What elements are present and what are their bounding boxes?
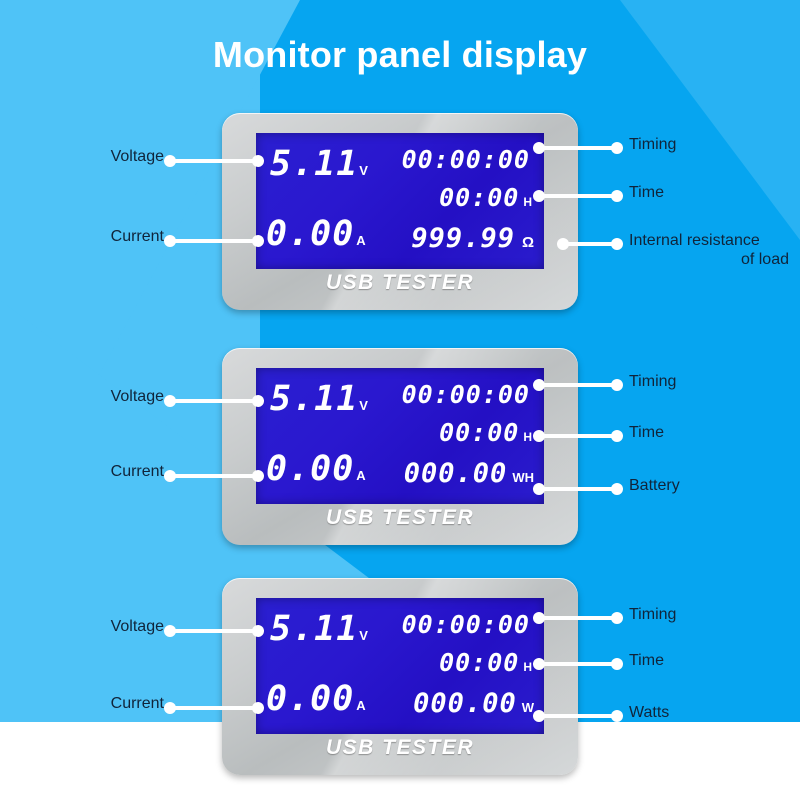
callout-label-current-1: Current [110, 228, 164, 245]
callout-dot [533, 430, 545, 442]
callout-label-resistance-line1: Internal resistance [629, 232, 760, 249]
lcd-voltage-value-3: 5.11 [270, 609, 359, 649]
callout-label-voltage-2: Voltage [110, 388, 164, 405]
callout-dot [533, 379, 545, 391]
lcd-current-unit-1: A [356, 233, 366, 248]
callout-dot [611, 612, 623, 624]
lcd-time-unit-3: H [523, 660, 532, 674]
lcd-time-unit-1: H [523, 195, 532, 209]
callout-label-resistance-1: Internal resistance of load [629, 231, 800, 269]
callout-dot [533, 612, 545, 624]
callout-label-voltage-3: Voltage [110, 618, 164, 635]
lcd-power-unit-3: W [521, 700, 534, 715]
callout-dot [252, 395, 264, 407]
lcd-power-value-3: 000.00 [413, 688, 517, 719]
callout-dot [252, 155, 264, 167]
lcd-current-value-1: 0.00 [266, 214, 355, 254]
callout-dot [611, 142, 623, 154]
callout-dot [252, 702, 264, 714]
lcd-voltage-unit-1: V [359, 163, 368, 178]
callout-label-timing-1: Timing [629, 136, 677, 153]
device-brand-1: USB TESTER [325, 271, 474, 294]
callout-dot [557, 238, 569, 250]
lcd-current-value-3: 0.00 [266, 679, 355, 719]
callout-dot [533, 483, 545, 495]
lcd-resistance-unit-1: Ω [521, 234, 534, 251]
callout-label-time-1: Time [629, 184, 664, 201]
callout-dot [611, 238, 623, 250]
callout-dot [164, 155, 176, 167]
callout-dot [611, 483, 623, 495]
lcd-voltage-unit-3: V [359, 628, 368, 643]
callout-dot [611, 658, 623, 670]
callout-dot [252, 235, 264, 247]
callout-dot [164, 702, 176, 714]
callout-label-voltage-1: Voltage [110, 148, 164, 165]
callout-dot [611, 710, 623, 722]
callout-dot [164, 395, 176, 407]
lcd-energy-reading-2: 000.00 WH [404, 460, 534, 487]
lcd-voltage-value-1: 5.11 [270, 144, 359, 184]
callout-dot [533, 710, 545, 722]
callout-label-timing-2: Timing [629, 373, 677, 390]
lcd-voltage-reading-1: 5.11V [270, 147, 368, 182]
callout-dot [533, 190, 545, 202]
lcd-energy-unit-2: WH [512, 470, 534, 485]
callout-label-current-2: Current [110, 463, 164, 480]
lcd-power-reading-3: 000.00 W [413, 690, 534, 717]
lcd-timing-reading-3: 00:00:00 [401, 610, 530, 639]
callout-dot [611, 430, 623, 442]
lcd-current-value-2: 0.00 [266, 449, 355, 489]
callout-dot [164, 470, 176, 482]
lcd-time-unit-2: H [523, 430, 532, 444]
callout-label-watts-3: Watts [629, 704, 670, 721]
lcd-voltage-unit-2: V [359, 398, 368, 413]
lcd-current-unit-2: A [356, 468, 366, 483]
lcd-current-unit-3: A [356, 698, 366, 713]
lcd-voltage-reading-3: 5.11V [270, 612, 368, 647]
lcd-resistance-reading-1: 999.99 Ω [411, 225, 534, 252]
lcd-energy-value-2: 000.00 [403, 458, 508, 489]
callout-dot [164, 235, 176, 247]
callout-label-timing-3: Timing [629, 606, 677, 623]
callout-label-battery-2: Battery [629, 477, 680, 494]
callout-dot [533, 142, 545, 154]
lcd-timing-reading-1: 00:00:00 [401, 145, 530, 174]
device-brand-2: USB TESTER [325, 506, 474, 529]
callout-label-resistance-line2: of load [740, 251, 789, 268]
callout-dot [611, 190, 623, 202]
callout-dot [611, 379, 623, 391]
callout-dot [533, 658, 545, 670]
lcd-time-value-3: 00:00 [439, 648, 520, 677]
callout-label-time-2: Time [629, 424, 664, 441]
lcd-voltage-value-2: 5.11 [270, 379, 359, 419]
lcd-timing-reading-2: 00:00:00 [401, 380, 530, 409]
lcd-time-value-1: 00:00 [439, 183, 520, 212]
callout-label-current-3: Current [110, 695, 164, 712]
callout-dot [164, 625, 176, 637]
lcd-resistance-value-1: 999.99 [411, 223, 515, 254]
page-title: Monitor panel display [212, 34, 588, 75]
callout-dot [252, 470, 264, 482]
device-brand-3: USB TESTER [325, 736, 474, 759]
lcd-time-value-2: 00:00 [439, 418, 520, 447]
callout-label-time-3: Time [629, 652, 664, 669]
lcd-voltage-reading-2: 5.11V [270, 382, 368, 417]
callout-dot [252, 625, 264, 637]
